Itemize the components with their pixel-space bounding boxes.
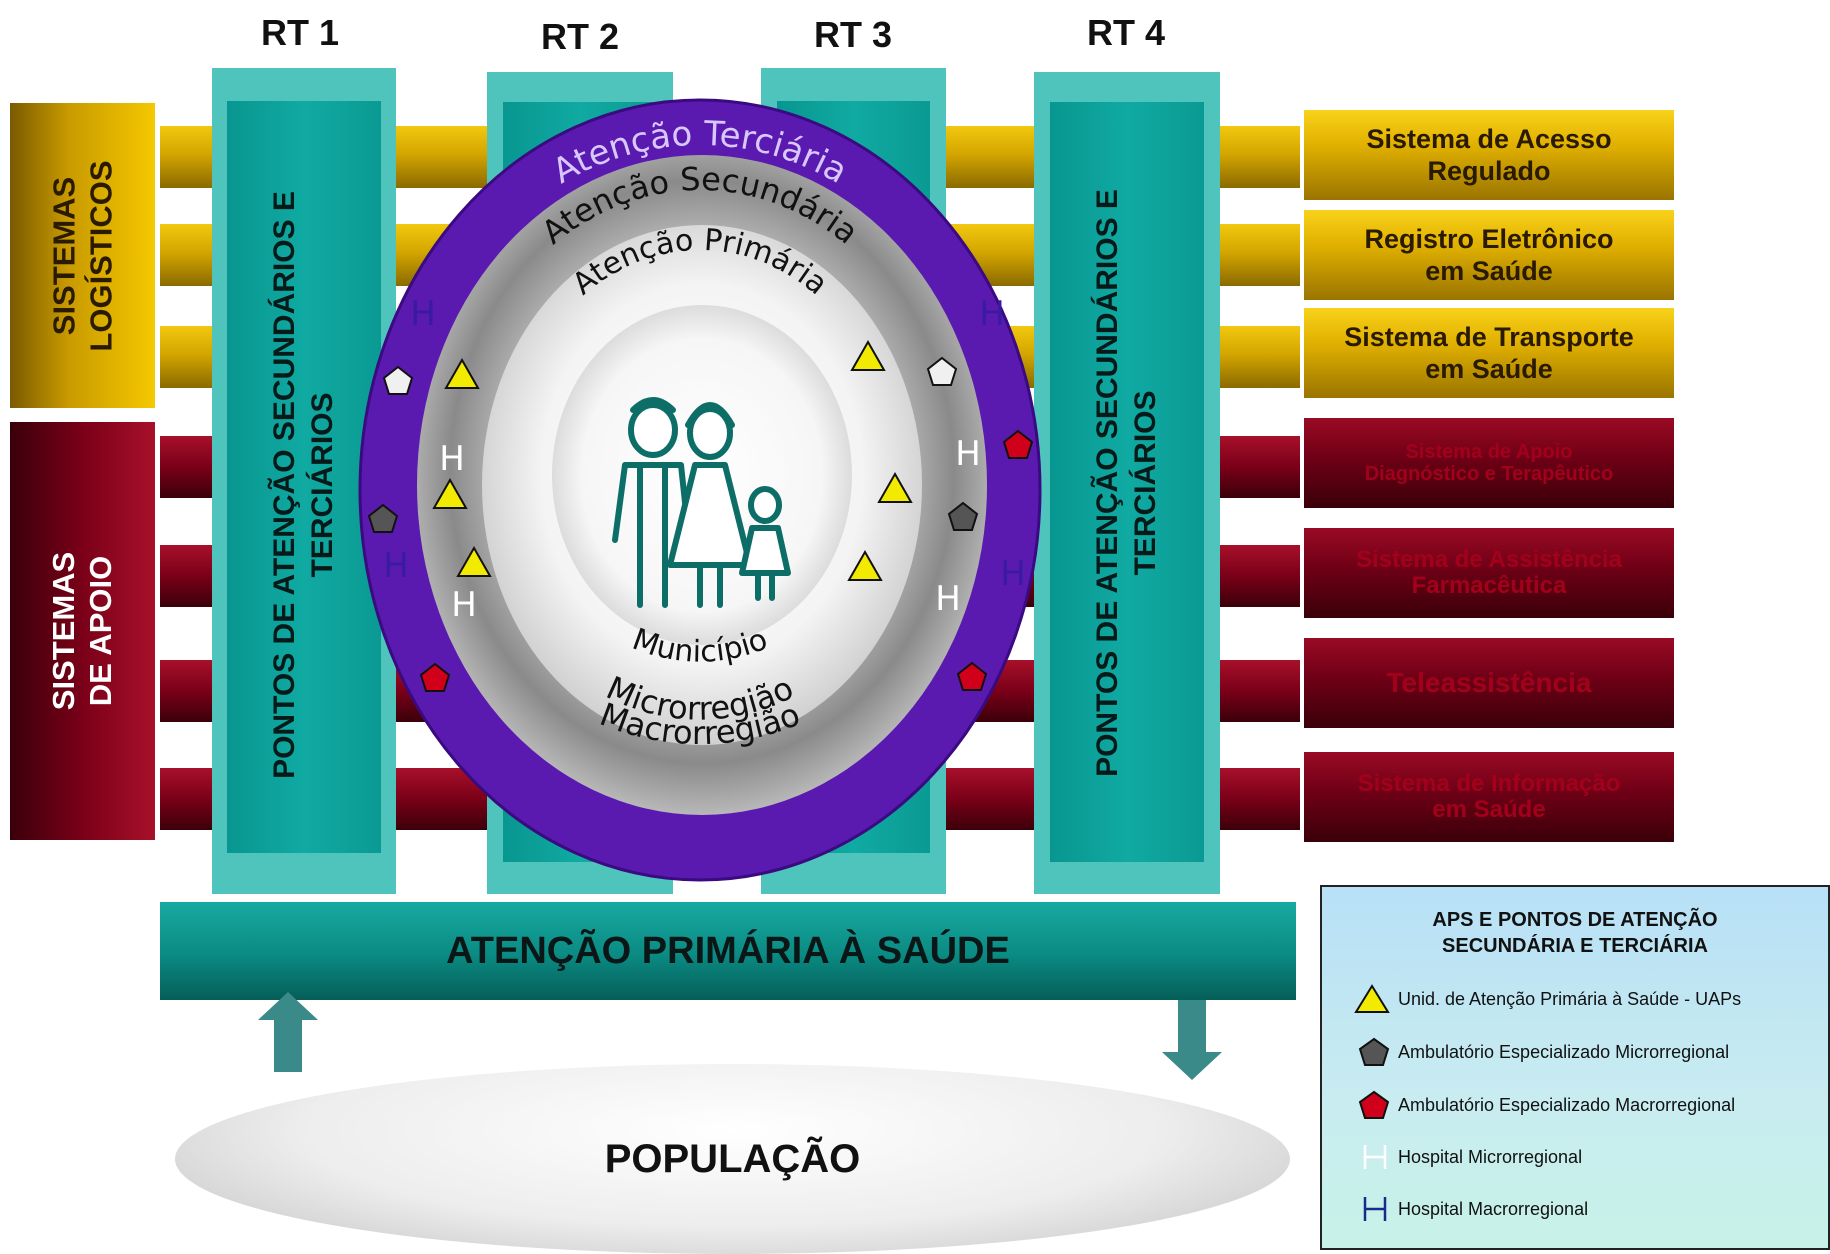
yellow-triangle-icon — [444, 357, 480, 389]
rt-label-2: RT 2 — [540, 16, 619, 57]
white-h-icon: H — [955, 434, 981, 474]
arrow-down-icon — [1162, 1000, 1222, 1080]
legend-title: APS E PONTOS DE ATENÇÃO SECUNDÁRIA E TER… — [1432, 909, 1718, 957]
rt-column-1: PONTOS DE ATENÇÃO SECUNDÁRIOS E TERCIÁRI… — [212, 68, 396, 894]
legend-item-macro-ambulatory: Ambulatório Especializado Macrorregional — [1358, 1085, 1735, 1125]
rt-label-3: RT 3 — [813, 14, 892, 55]
yellow-triangle-icon — [847, 549, 883, 581]
white-h-icon: H — [439, 439, 465, 479]
yellow-triangle-icon — [850, 339, 886, 371]
white-h-icon: H — [935, 579, 961, 619]
rt-column-1-label: PONTOS DE ATENÇÃO SECUNDÁRIOS E TERCIÁRI… — [268, 191, 339, 779]
yellow-triangle-icon — [877, 471, 913, 503]
blue-h-icon: H — [979, 294, 1005, 334]
legend-item-uap: Unid. de Atenção Primária à Saúde - UAPs — [1354, 979, 1741, 1019]
support-systems-box: SISTEMAS DE APOIO — [10, 422, 155, 840]
rt-column-4-label: PONTOS DE ATENÇÃO SECUNDÁRIOS E TERCIÁRI… — [1091, 189, 1162, 777]
blue-h-icon: H — [410, 294, 436, 334]
population-ellipse: POPULAÇÃO — [175, 1064, 1290, 1254]
yellow-triangle-icon — [432, 477, 468, 509]
red-pentagon-icon — [956, 661, 988, 691]
micro-ambulatory-markers — [367, 356, 979, 533]
gray-pentagon-icon — [926, 356, 958, 386]
legend-item-macro-hospital: Hospital Macrorregional — [1360, 1189, 1588, 1229]
legend-item-micro-hospital: Hospital Microrregional — [1360, 1137, 1582, 1177]
logistics-systems-box: SISTEMAS LOGÍSTICOS — [10, 103, 155, 408]
blue-h-icon: H — [383, 546, 409, 586]
rt-label-4: RT 4 — [1086, 12, 1165, 53]
red-pentagon-icon — [419, 662, 451, 692]
yellow-triangle-icon — [456, 545, 492, 577]
red-pentagon-icon — [1358, 1090, 1390, 1119]
white-h-icon: H — [451, 585, 477, 625]
blue-h-icon — [1363, 1197, 1387, 1221]
gray-pentagon-icon — [947, 501, 979, 531]
right-system-box-6: Teleassistência — [1304, 638, 1674, 728]
gray-pentagon-icon — [1358, 1037, 1390, 1066]
arrow-up-icon — [258, 992, 318, 1072]
family-icon — [612, 397, 791, 608]
uap-markers — [432, 339, 913, 581]
rt-column-4: PONTOS DE ATENÇÃO SECUNDÁRIOS E TERCIÁRI… — [1034, 72, 1220, 894]
primary-health-care-bar: ATENÇÃO PRIMÁRIA À SAÚDE — [160, 902, 1296, 1000]
white-h-icon — [1363, 1145, 1387, 1169]
rt-label-1: RT 1 — [260, 12, 339, 53]
red-pentagon-icon — [1002, 429, 1034, 459]
legend-item-micro-ambulatory: Ambulatório Especializado Microrregional — [1358, 1032, 1729, 1072]
blue-h-icon: H — [1000, 554, 1026, 594]
yellow-triangle-icon — [1354, 984, 1390, 1013]
legend-box: APS E PONTOS DE ATENÇÃO SECUNDÁRIA E TER… — [1320, 885, 1830, 1250]
gray-pentagon-icon — [367, 503, 399, 533]
gray-pentagon-icon — [382, 365, 414, 395]
care-levels-diagram: Atenção Terciária Macrorregião Atenção S… — [358, 98, 1042, 882]
support-systems-label: SISTEMAS DE APOIO — [46, 551, 119, 711]
logistics-systems-label: SISTEMAS LOGÍSTICOS — [46, 159, 119, 352]
macro-ambulatory-markers — [419, 429, 1034, 692]
